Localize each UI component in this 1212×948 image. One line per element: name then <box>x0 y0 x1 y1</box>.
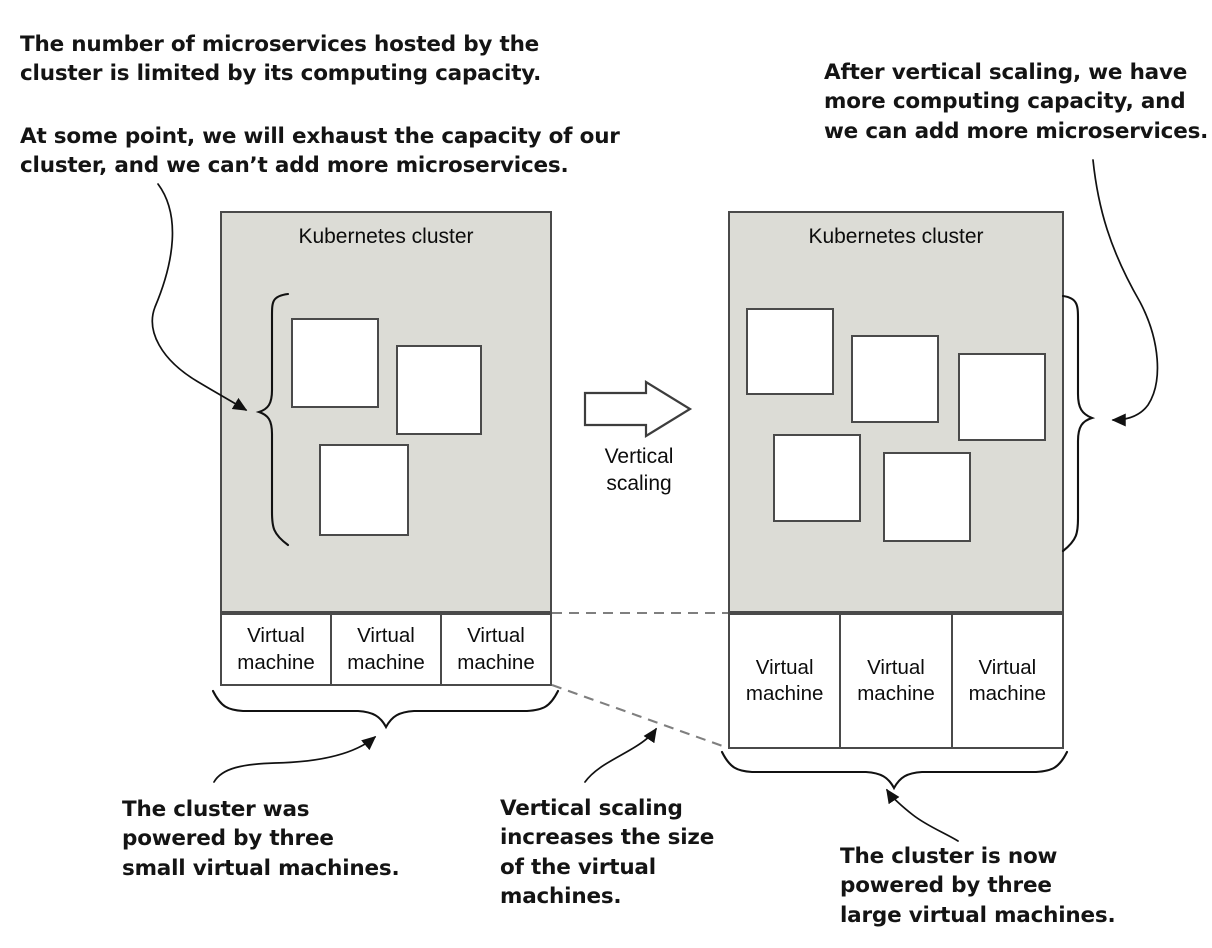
vm-row-before: Virtual machine Virtual machine Virtual … <box>220 613 552 686</box>
microservice-box <box>319 444 409 536</box>
microservice-box <box>396 345 482 435</box>
vm-cell: Virtual machine <box>730 615 842 747</box>
dashed-connector-bottom <box>551 684 729 749</box>
brace-microservices-after <box>1061 294 1096 553</box>
vm-cell: Virtual machine <box>457 624 535 674</box>
annotation-after-vertical-scaling: After vertical scaling, we have more com… <box>824 60 1209 144</box>
vm-cell: Virtual machine <box>222 615 332 684</box>
microservice-box <box>773 434 861 522</box>
brace-vms-after <box>720 750 1069 791</box>
cluster-before-title: Kubernetes cluster <box>298 225 474 248</box>
right-arrow-icon <box>583 380 693 438</box>
vm-row-after: Virtual machine Virtual machine Virtual … <box>728 613 1064 749</box>
microservice-box <box>291 318 379 408</box>
annotation-capacity-limit: The number of microservices hosted by th… <box>20 32 542 87</box>
annotation-three-small-vms: The cluster was powered by three small v… <box>122 797 400 881</box>
microservice-box <box>883 452 971 542</box>
callout-line-three-small-vms <box>213 736 377 783</box>
microservice-box <box>851 335 939 423</box>
vm-cell: Virtual machine <box>968 655 1047 705</box>
cluster-after-title: Kubernetes cluster <box>808 225 984 248</box>
microservice-box <box>746 308 834 395</box>
callout-line-after-scaling <box>1092 159 1159 427</box>
microservice-box <box>958 353 1046 441</box>
vertical-scaling-label: Vertical scaling <box>604 445 674 496</box>
callout-line-three-large-vms <box>886 788 959 842</box>
annotation-exhaust-capacity: At some point, we will exhaust the capac… <box>20 124 620 179</box>
brace-vms-before <box>211 689 560 730</box>
vm-cell: Virtual machine <box>332 615 442 684</box>
annotation-vertical-scaling-increases-size: Vertical scaling increases the size of t… <box>500 796 715 910</box>
vm-cell: Virtual machine <box>841 615 953 747</box>
annotation-three-large-vms: The cluster is now powered by three larg… <box>840 844 1116 928</box>
cluster-before: Kubernetes cluster <box>220 211 552 613</box>
callout-line-vertical-scaling-size <box>584 727 657 783</box>
